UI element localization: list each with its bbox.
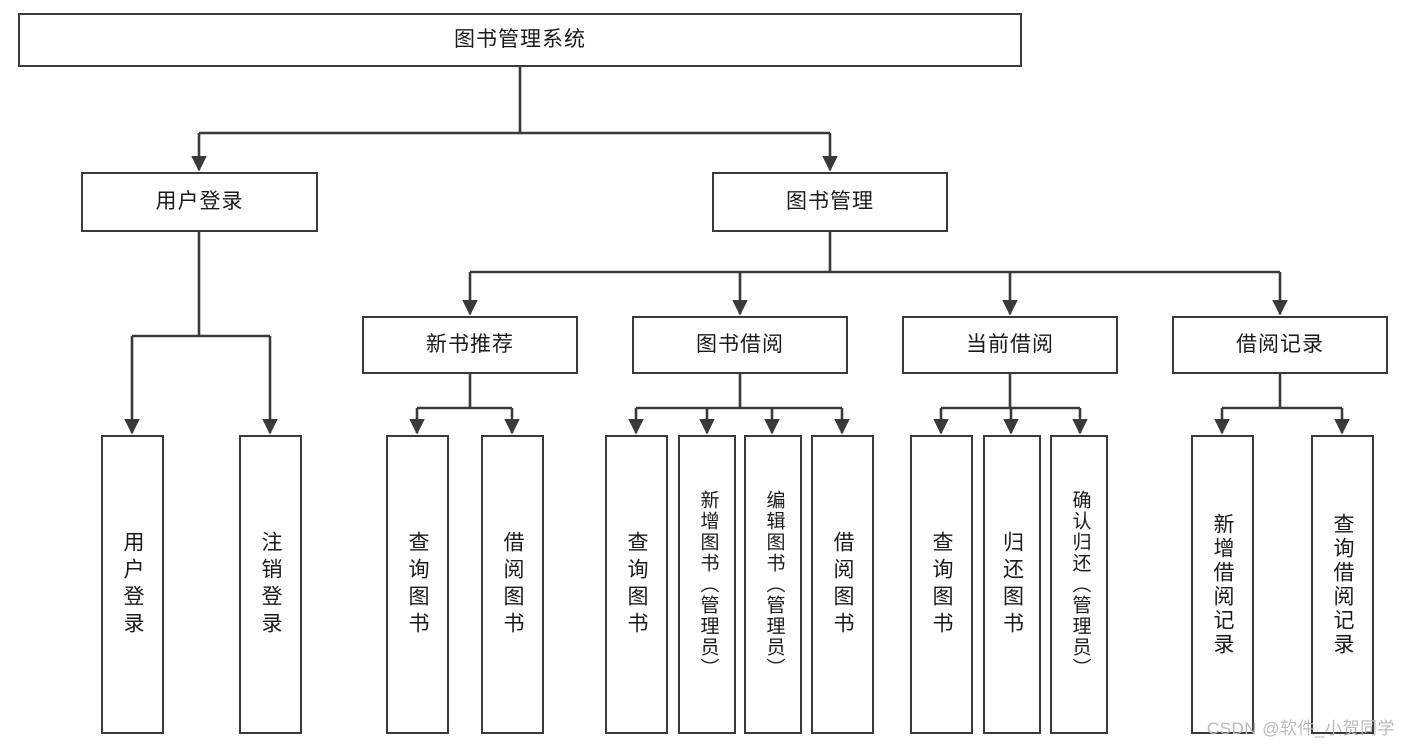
node-user-login-label: 用户登录 xyxy=(155,190,244,214)
node-leaf-query-book-2[interactable]: 查询图书 xyxy=(605,435,668,734)
node-leaf-query-record-label: 查询借阅记录 xyxy=(1331,512,1355,657)
node-leaf-query-book-1-label: 查询图书 xyxy=(406,530,430,639)
node-leaf-edit-book[interactable]: 编辑图书（管理员） xyxy=(744,435,802,734)
node-leaf-query-record[interactable]: 查询借阅记录 xyxy=(1311,435,1374,734)
node-borrow-record-label: 借阅记录 xyxy=(1236,333,1324,357)
node-leaf-borrow-book-1-label: 借阅图书 xyxy=(501,530,525,639)
node-leaf-return-book-label: 归还图书 xyxy=(1000,530,1024,639)
node-leaf-borrow-book-2[interactable]: 借阅图书 xyxy=(811,435,874,734)
node-leaf-confirm-return[interactable]: 确认归还（管理员） xyxy=(1050,435,1108,734)
node-current-borrow-label: 当前借阅 xyxy=(966,333,1054,357)
node-user-login[interactable]: 用户登录 xyxy=(81,172,318,232)
node-new-book-rec-label: 新书推荐 xyxy=(426,333,514,357)
node-leaf-borrow-book-1[interactable]: 借阅图书 xyxy=(481,435,544,734)
node-book-manage[interactable]: 图书管理 xyxy=(712,172,948,232)
node-root[interactable]: 图书管理系统 xyxy=(18,13,1022,67)
node-book-manage-label: 图书管理 xyxy=(786,190,874,214)
node-book-borrow[interactable]: 图书借阅 xyxy=(632,316,848,374)
node-leaf-user-logout-label: 注销登录 xyxy=(259,530,283,639)
node-root-label: 图书管理系统 xyxy=(454,28,586,52)
node-leaf-user-logout[interactable]: 注销登录 xyxy=(239,435,302,734)
node-book-borrow-label: 图书借阅 xyxy=(696,333,784,357)
node-leaf-add-book[interactable]: 新增图书（管理员） xyxy=(678,435,736,734)
watermark-text: CSDN @软件_小贺同学 xyxy=(1206,719,1395,738)
node-leaf-return-book[interactable]: 归还图书 xyxy=(983,435,1041,734)
node-leaf-borrow-book-2-label: 借阅图书 xyxy=(831,530,855,639)
node-leaf-user-login-label: 用户登录 xyxy=(121,530,145,639)
node-leaf-add-record-label: 新增借阅记录 xyxy=(1211,512,1235,657)
node-leaf-query-book-2-label: 查询图书 xyxy=(625,530,649,639)
node-leaf-confirm-return-label: 确认归还（管理员） xyxy=(1069,490,1091,679)
node-leaf-edit-book-label: 编辑图书（管理员） xyxy=(763,490,785,679)
node-borrow-record[interactable]: 借阅记录 xyxy=(1172,316,1388,374)
node-leaf-query-book-3[interactable]: 查询图书 xyxy=(910,435,973,734)
node-leaf-query-book-1[interactable]: 查询图书 xyxy=(386,435,449,734)
node-leaf-query-book-3-label: 查询图书 xyxy=(930,530,954,639)
node-new-book-rec[interactable]: 新书推荐 xyxy=(362,316,578,374)
node-leaf-add-book-label: 新增图书（管理员） xyxy=(697,490,719,679)
node-leaf-add-record[interactable]: 新增借阅记录 xyxy=(1191,435,1254,734)
node-current-borrow[interactable]: 当前借阅 xyxy=(902,316,1118,374)
node-leaf-user-login[interactable]: 用户登录 xyxy=(101,435,164,734)
